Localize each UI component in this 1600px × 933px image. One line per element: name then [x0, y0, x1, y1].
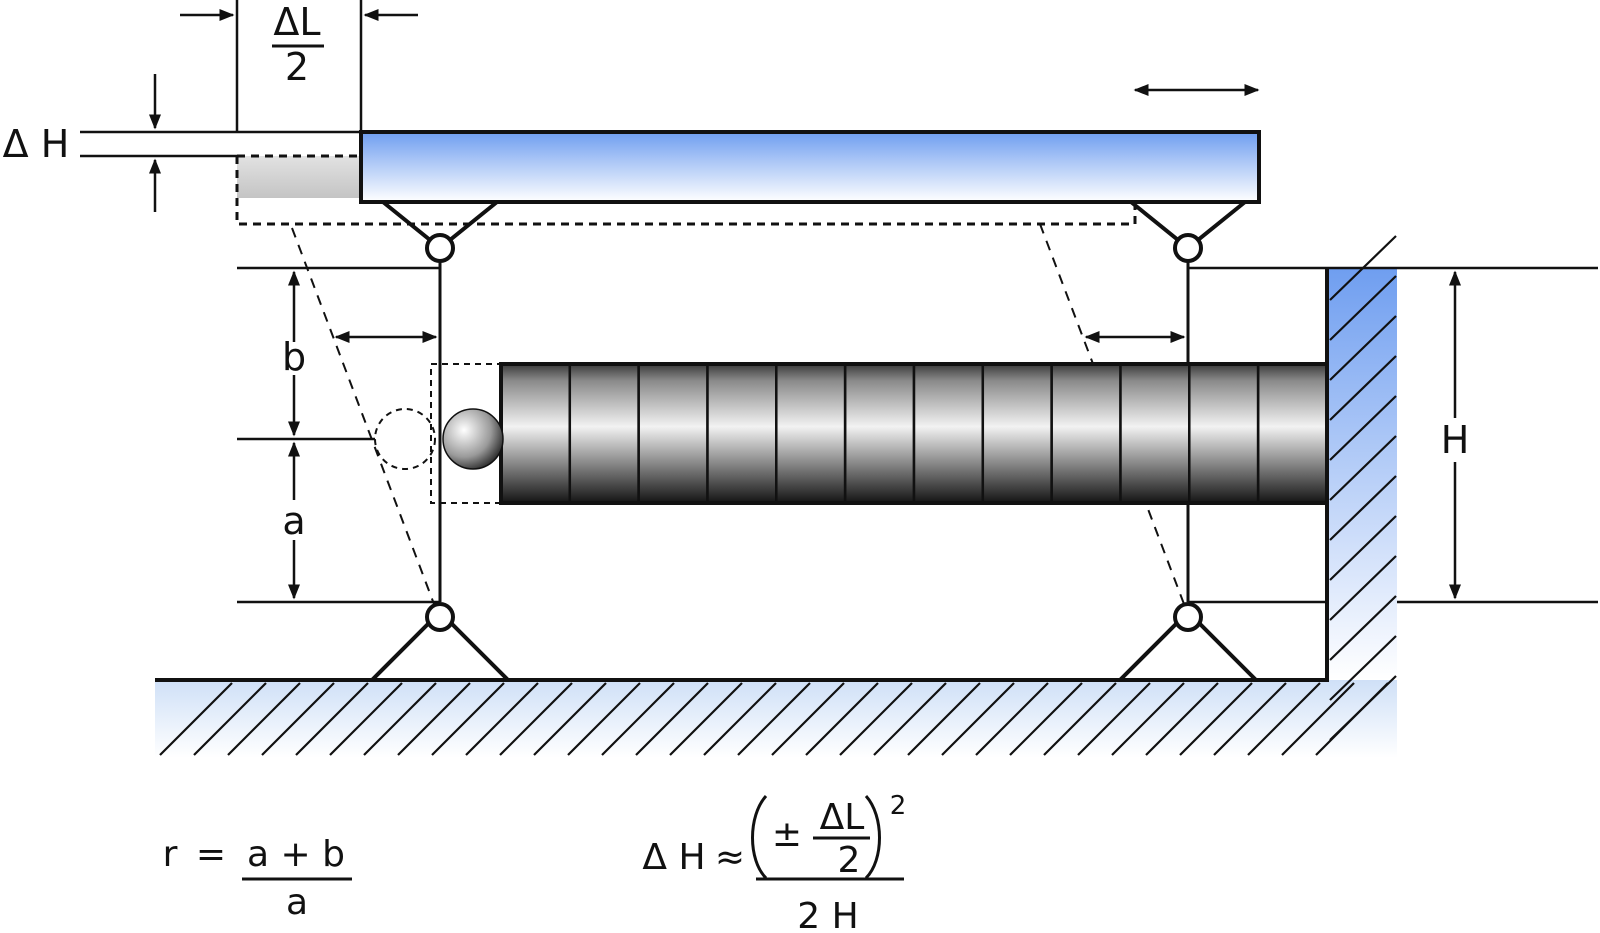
ground: [155, 235, 1397, 758]
actuator-segment: [1119, 362, 1191, 505]
displaced-platform-ghost: [235, 154, 1137, 226]
delta-h-label: Δ H: [3, 122, 70, 166]
actuator-segment: [1188, 362, 1260, 505]
formula-r-denominator: a: [286, 882, 308, 923]
actuator-segment: [499, 362, 572, 505]
actuator-segment: [775, 362, 847, 505]
delta-l-denominator: 2: [285, 45, 309, 89]
formula-dh-approx: ≈: [715, 837, 745, 878]
formula-delta-h: Δ H ≈ ± ΔL 2 2 2 H: [642, 791, 906, 933]
formula-dh-inner-denominator: 2: [838, 840, 861, 881]
formula-r-lhs: r: [163, 834, 178, 875]
b-label: b: [282, 335, 306, 379]
actuator-ghost: [374, 363, 502, 504]
motion-arrows: [334, 84, 1260, 343]
platform: [359, 130, 1261, 204]
bottom-supports: [370, 609, 1258, 682]
ball-joint: [442, 408, 504, 470]
formula-dh-inner-numerator: ΔL: [820, 797, 865, 838]
height-dimensions: [288, 270, 1461, 600]
actuator-segment: [706, 362, 778, 505]
wall: [1327, 268, 1397, 680]
formula-dh-exponent: 2: [890, 791, 907, 821]
actuator-segment: [568, 362, 640, 505]
actuator-segment: [912, 362, 985, 505]
pivots: [425, 233, 1203, 632]
reference-lines: [237, 266, 1598, 604]
formula-dh-denominator: 2 H: [797, 896, 858, 933]
delta-l-numerator: ΔL: [273, 0, 320, 44]
formula-dh-lhs: Δ H: [642, 837, 705, 878]
delta-l-dimension: [180, 0, 418, 132]
actuator-segment: [1050, 362, 1122, 505]
h-label: H: [1441, 418, 1470, 462]
actuator-segment: [1256, 362, 1329, 505]
delta-h-dimension: [80, 74, 361, 212]
actuator-segment: [843, 362, 916, 505]
formula-r-numerator: a + b: [247, 834, 345, 875]
formula-dh-plusminus: ±: [772, 814, 802, 855]
formula-r: r = a + b a: [163, 834, 352, 923]
a-label: a: [282, 499, 305, 543]
formula-r-equals: =: [196, 834, 226, 875]
actuator: [499, 362, 1329, 505]
actuator-segment: [981, 362, 1053, 505]
actuator-segment: [637, 362, 709, 505]
